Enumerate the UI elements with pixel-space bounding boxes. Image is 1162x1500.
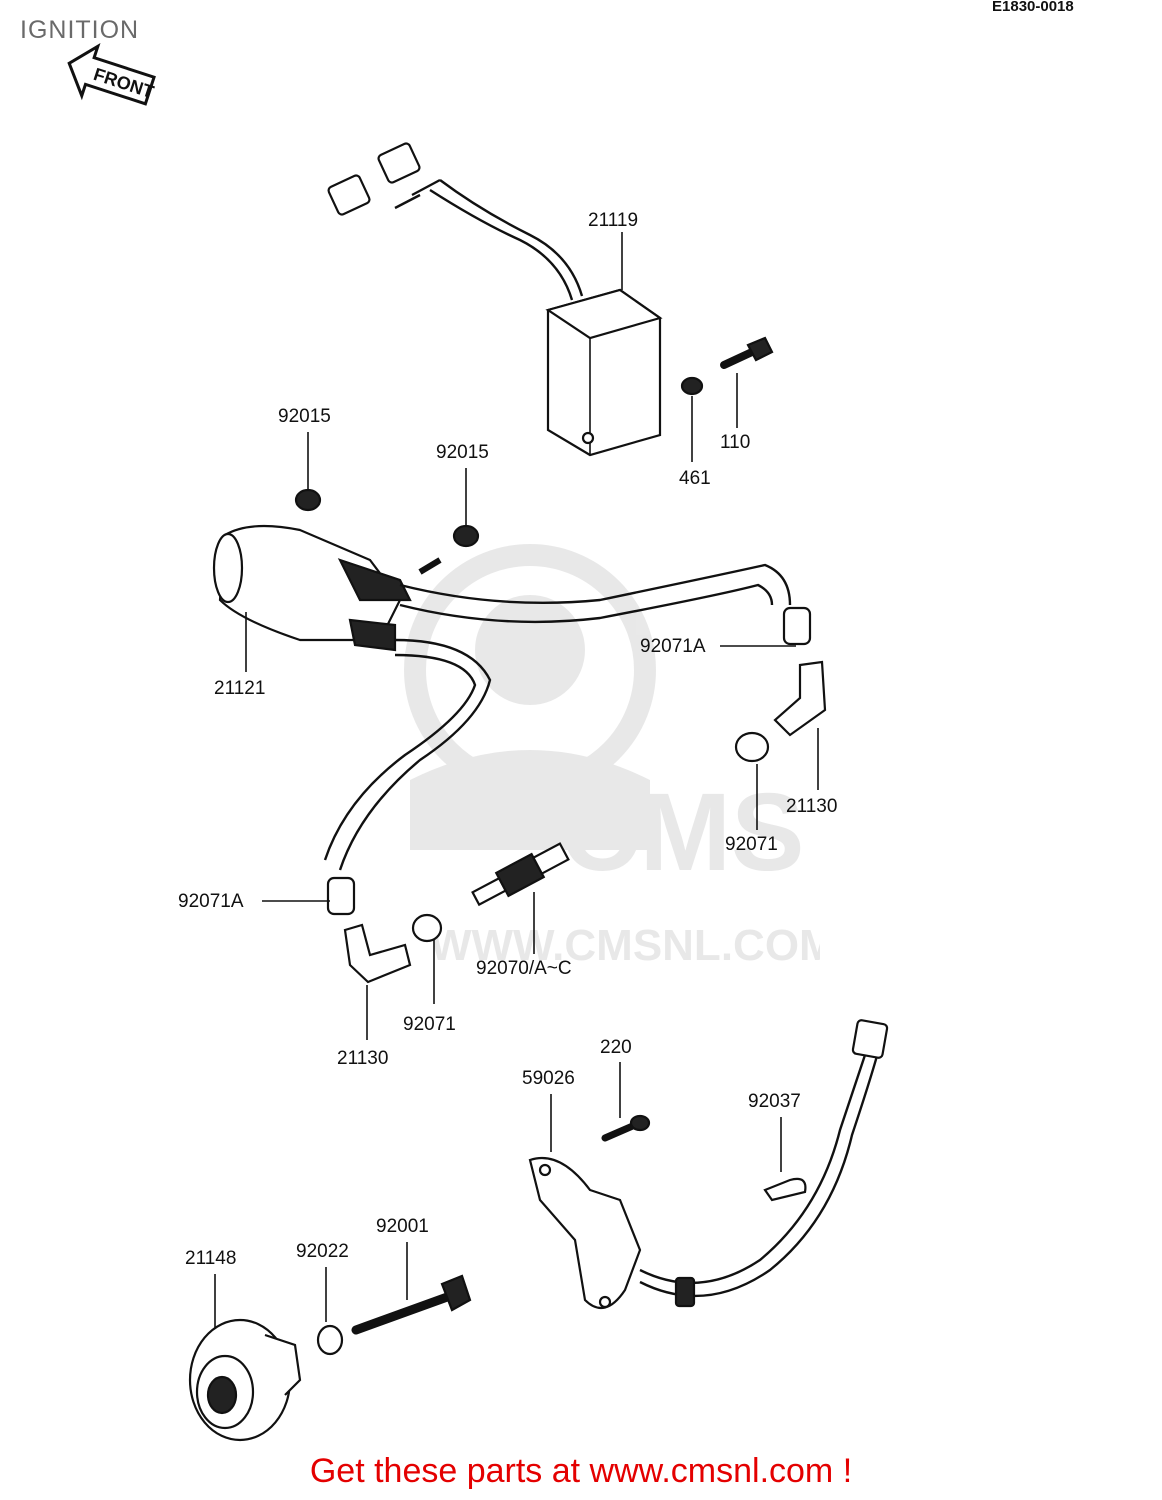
clamp-92037[interactable]: [763, 1177, 807, 1202]
seal-92071-left[interactable]: [411, 913, 443, 943]
ht-lead-lower: [338, 638, 492, 871]
watermark-body: [410, 750, 650, 850]
diagram-reference-code: E1830-0018: [992, 0, 1074, 15]
part-label-21130-left: 21130: [337, 1048, 388, 1069]
part-label-21130-right: 21130: [786, 796, 837, 817]
part-label-92071A-right: 92071A: [640, 636, 706, 657]
part-label-220: 220: [600, 1037, 632, 1058]
part-label-92022: 92022: [296, 1241, 349, 1262]
part-label-21148: 21148: [185, 1248, 236, 1269]
part-label-92071-left: 92071: [403, 1014, 456, 1035]
screw-220[interactable]: [601, 1114, 651, 1142]
cap-92071A-right[interactable]: [782, 606, 812, 646]
part-label-110: 110: [720, 432, 750, 453]
watermark-url: WWW.CMSNL.COM: [430, 921, 820, 970]
part-label-92071-right: 92071: [725, 834, 778, 855]
cap-92071A-left[interactable]: [326, 876, 356, 916]
plug-cap-21130-left[interactable]: [343, 923, 412, 984]
spark-plug-92070[interactable]: [470, 840, 571, 910]
timing-rotor-21148[interactable]: [188, 1318, 302, 1442]
part-label-92015-left: 92015: [278, 406, 331, 427]
part-label-92070: 92070/A~C: [476, 958, 572, 979]
part-label-21121: 21121: [214, 678, 265, 699]
page-title: IGNITION: [20, 16, 140, 44]
part-label-59026: 59026: [522, 1068, 575, 1089]
ignition-coil-21121[interactable]: [212, 524, 442, 652]
bolt-92001[interactable]: [351, 1274, 472, 1335]
washer-92022[interactable]: [316, 1324, 344, 1356]
nut-92015-left[interactable]: [294, 488, 322, 512]
part-label-92037: 92037: [748, 1091, 801, 1112]
watermark-ring: [404, 544, 656, 796]
footer-promo-link[interactable]: Get these parts at www.cmsnl.com !: [309, 1452, 853, 1490]
plug-cap-21130-right[interactable]: [773, 660, 827, 737]
cdi-unit-21119[interactable]: [327, 142, 663, 457]
nut-92015-right[interactable]: [452, 524, 480, 548]
seal-92071-right[interactable]: [734, 731, 770, 763]
part-label-92071A-left: 92071A: [178, 891, 244, 912]
bolt-110[interactable]: [720, 336, 774, 369]
ht-lead-upper: [399, 563, 792, 606]
pickup-plate-59026[interactable]: [528, 1019, 889, 1310]
part-label-461: 461: [679, 468, 711, 489]
part-label-92001: 92001: [376, 1216, 429, 1237]
part-label-92015-right: 92015: [436, 442, 489, 463]
cms-watermark: CMS WWW.CMSNL.COM: [404, 544, 820, 970]
part-label-21119: 21119: [588, 210, 638, 231]
washer-461[interactable]: [680, 376, 704, 396]
front-arrow-icon: FRONT: [67, 42, 156, 106]
watermark-logo: CMS: [560, 771, 804, 894]
